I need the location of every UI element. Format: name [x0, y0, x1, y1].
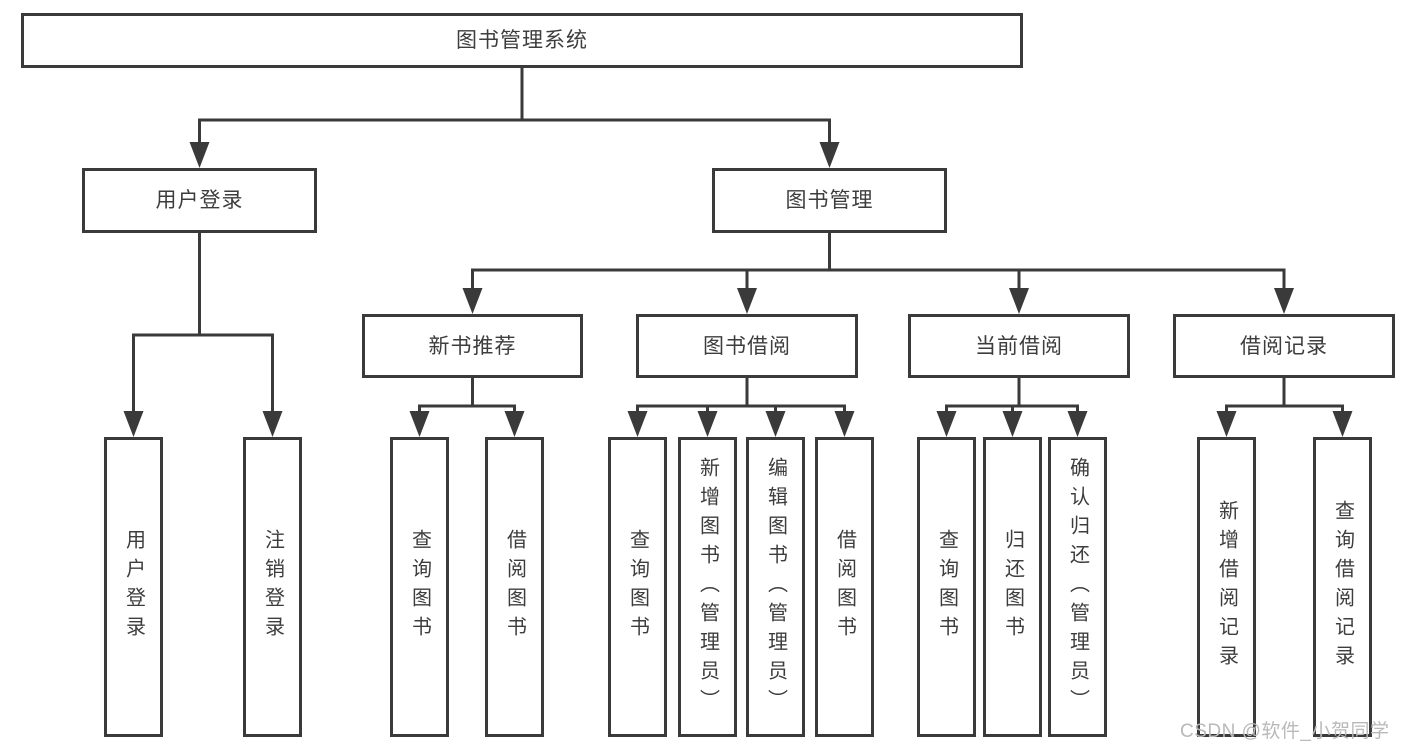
node-book-borrow-label: 图书借阅 [703, 334, 791, 358]
node-current-borrow-label: 当前借阅 [975, 334, 1063, 358]
node-user-login-label: 用户登录 [155, 189, 244, 212]
leaf-query-borrow-record: 查询借阅记录 [1313, 437, 1372, 737]
leaf-confirm-return-admin: 确认归还（管理员） [1048, 437, 1107, 737]
leaf-query-book-2-label: 查询图书 [626, 529, 649, 645]
node-new-book-recommend-label: 新书推荐 [428, 334, 517, 358]
leaf-return-book-label: 归还图书 [1001, 529, 1024, 645]
leaf-borrow-book-2: 借阅图书 [815, 437, 874, 737]
node-new-book-recommend: 新书推荐 [362, 314, 583, 378]
leaf-logout: 注销登录 [243, 437, 302, 737]
leaf-return-book: 归还图书 [983, 437, 1042, 737]
node-current-borrow: 当前借阅 [908, 314, 1130, 378]
leaf-add-book-admin-label: 新增图书（管理员） [696, 456, 719, 718]
leaf-add-borrow-record: 新增借阅记录 [1197, 437, 1256, 737]
node-user-login: 用户登录 [82, 168, 317, 233]
leaf-user-login-label: 用户登录 [122, 529, 145, 645]
node-book-management: 图书管理 [712, 168, 947, 233]
csdn-watermark: CSDN @软件_小贺同学 [1180, 721, 1390, 742]
leaf-edit-book-admin: 编辑图书（管理员） [746, 437, 805, 737]
leaf-add-book-admin: 新增图书（管理员） [678, 437, 737, 737]
leaf-borrow-book-1-label: 借阅图书 [503, 529, 526, 645]
node-book-management-label: 图书管理 [785, 189, 874, 212]
node-book-borrow: 图书借阅 [636, 314, 858, 378]
leaf-user-login: 用户登录 [104, 437, 163, 737]
node-root: 图书管理系统 [21, 13, 1023, 68]
leaf-query-book-3: 查询图书 [917, 437, 976, 737]
leaf-query-book-1: 查询图书 [390, 437, 449, 737]
leaf-edit-book-admin-label: 编辑图书（管理员） [764, 456, 787, 718]
leaf-query-book-3-label: 查询图书 [935, 529, 958, 645]
leaf-query-borrow-record-label: 查询借阅记录 [1331, 500, 1354, 674]
node-borrow-record-label: 借阅记录 [1240, 334, 1328, 358]
leaf-add-borrow-record-label: 新增借阅记录 [1215, 500, 1238, 674]
leaf-borrow-book-2-label: 借阅图书 [833, 529, 856, 645]
leaf-query-book-2: 查询图书 [608, 437, 667, 737]
leaf-logout-label: 注销登录 [261, 529, 284, 645]
node-borrow-record: 借阅记录 [1173, 314, 1395, 378]
node-root-label: 图书管理系统 [456, 29, 588, 52]
leaf-query-book-1-label: 查询图书 [408, 529, 431, 645]
leaf-borrow-book-1: 借阅图书 [485, 437, 544, 737]
leaf-confirm-return-admin-label: 确认归还（管理员） [1066, 456, 1089, 718]
